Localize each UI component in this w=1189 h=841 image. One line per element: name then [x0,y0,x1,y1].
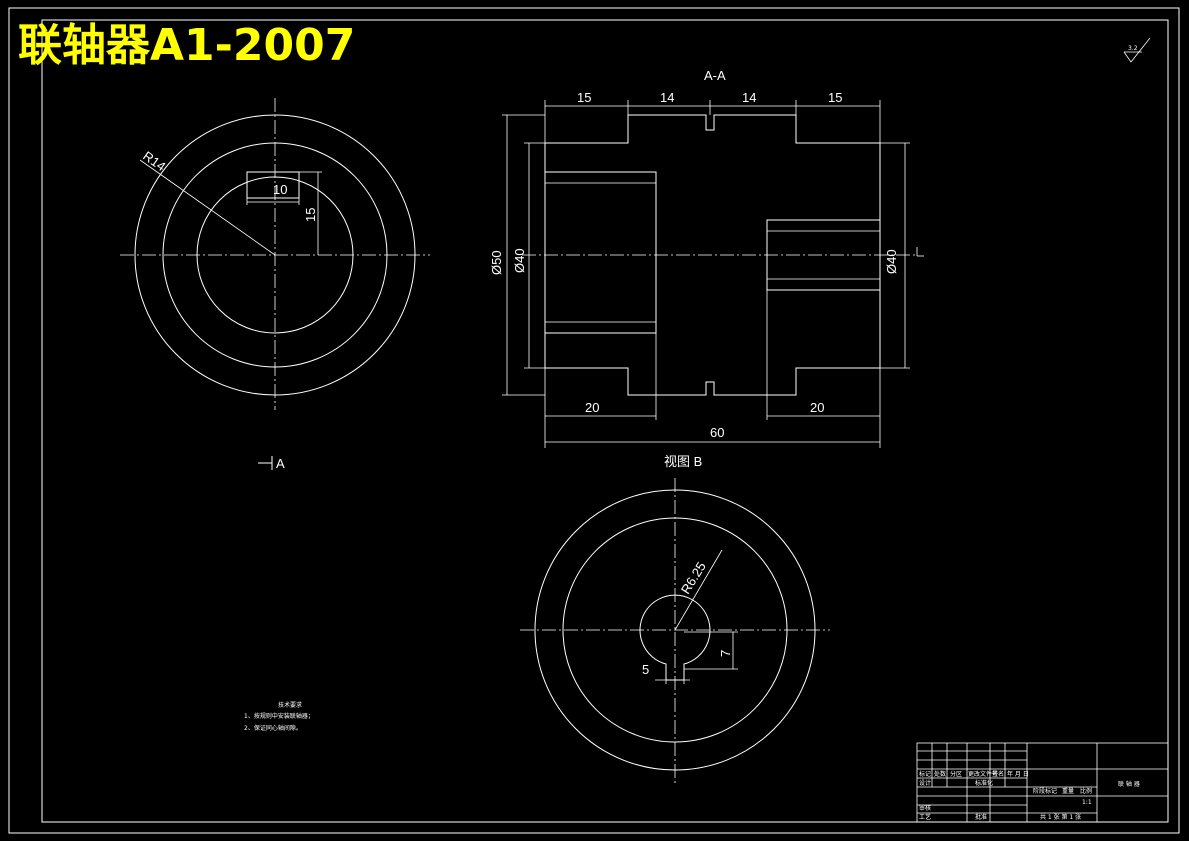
tb-header-3: 更改文件号 [968,770,998,778]
technical-notes: 技术要求 1、按规则中安装联轴器； 2、保证同心轴间隙。 [244,701,314,732]
tb-row-label-3: 审核 [919,804,931,812]
bottom-right-dim: 20 [810,400,824,415]
view-b-bore [639,594,711,681]
tb-header-4: 签名 [992,770,1004,778]
tb-row-label-1: 标记 [919,770,931,778]
tech-notes-heading: 技术要求 [278,701,302,709]
roughness-icon: 3.2 [1123,37,1151,63]
left-keyway-slot [246,171,300,199]
tb-field-1: 标准化 [975,779,993,787]
tb-scale: 1:1 [1082,799,1092,806]
left-outer-dia-dim: Ø50 [489,250,504,275]
tb-row-label-2: 设计 [919,779,931,787]
top-dim-4: 15 [828,90,842,105]
tech-note-line-2: 2、保证同心轴间隙。 [244,724,302,732]
right-dia-dim: Ø40 [884,249,899,274]
radius-dim: R14 [140,148,168,174]
outer-border [8,7,1180,834]
tb-field-5: 比例 [1080,787,1092,795]
tb-row-label-4: 工艺 [919,813,931,821]
tb-field-3: 阶段标记 [1033,787,1057,795]
tb-header-5: 年 月 日 [1007,770,1029,778]
tb-header-2: 分区 [950,770,962,778]
tech-note-line-1: 1、按规则中安装联轴器； [244,712,314,720]
drawing-title: 联轴器A1-2007 [18,20,355,71]
view-b: 视图 B R6.25 7 5 [520,454,830,785]
slot-depth-dim: 15 [303,208,318,222]
left-bore [544,171,657,334]
section-arrow-label: A [276,456,285,471]
inner-border [41,19,1169,823]
tb-field-4: 重量 [1062,787,1074,795]
view-b-radius-dim: R6.25 [678,559,709,596]
tb-field-2: 批准 [975,813,987,821]
title-block: 标记 设计 审核 工艺 处数 分区 更改文件号 签名 年 月 日 标准化 批准 … [916,742,1169,823]
left-end-view: 10 15 R14 A [120,98,430,471]
top-dim-2: 14 [660,90,674,105]
top-dim-3: 14 [742,90,756,105]
view-b-label: 视图 B [664,454,702,469]
view-b-key-width-dim: 5 [642,662,649,677]
section-view-aa: A-A 15 14 14 15 Ø50 Ø40 [489,68,924,448]
bottom-left-dim: 20 [585,400,599,415]
tb-part-name: 联 轴 器 [1118,780,1140,788]
view-b-key-depth-dim: 7 [718,650,733,657]
tb-sheet: 共 1 张 第 1 张 [1040,813,1081,821]
section-label: A-A [704,68,726,83]
overall-length-dim: 60 [710,425,724,440]
top-dim-1: 15 [577,90,591,105]
roughness-value: 3.2 [1128,45,1138,52]
left-inner-dia-dim: Ø40 [512,248,527,273]
slot-width-dim: 10 [273,182,287,197]
tb-header-1: 处数 [934,770,946,778]
